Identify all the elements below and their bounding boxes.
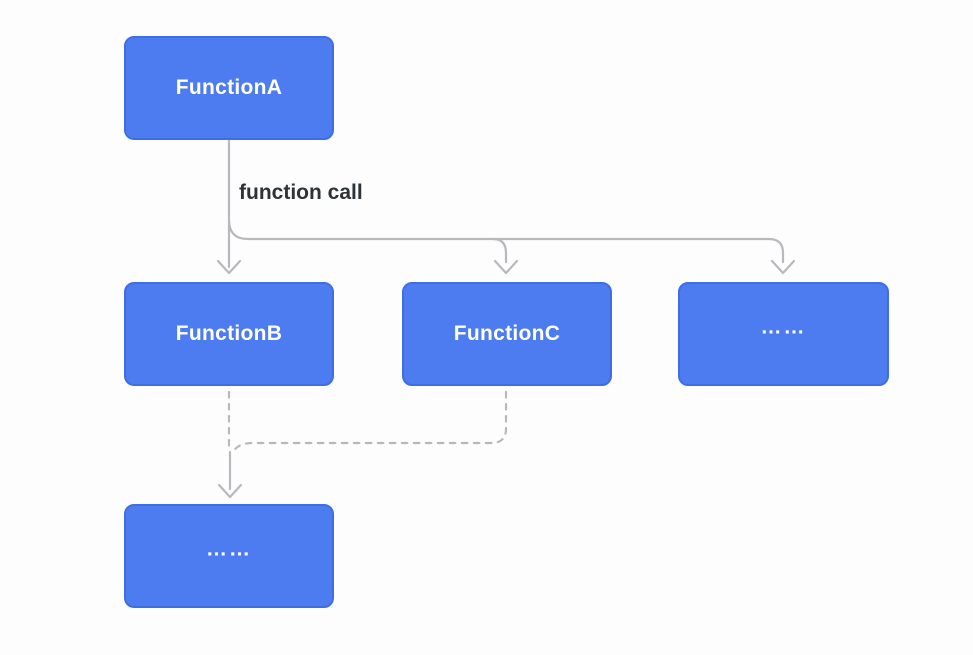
node-label: …… — [206, 537, 252, 561]
edge-label-function-call: function call — [239, 181, 363, 204]
node-function-b: FunctionB — [124, 282, 334, 386]
node-label: FunctionB — [175, 322, 283, 345]
arrowhead-down-icon — [216, 259, 242, 275]
node-function-a: FunctionA — [124, 36, 334, 140]
arrowhead-down-icon — [217, 483, 243, 499]
node-label: FunctionC — [453, 322, 561, 345]
node-function-c: FunctionC — [402, 282, 612, 386]
node-label: …… — [760, 315, 807, 339]
edge-c-down-dashed — [231, 390, 508, 454]
edge-a-to-c-drop — [491, 237, 508, 264]
node-label: FunctionA — [175, 76, 283, 99]
node-more-nested-callees: …… — [124, 504, 334, 608]
node-more-callees: …… — [678, 282, 889, 386]
arrowhead-down-icon — [770, 259, 796, 275]
edge-a-branch-right — [227, 218, 785, 264]
arrowhead-down-icon — [493, 259, 519, 275]
